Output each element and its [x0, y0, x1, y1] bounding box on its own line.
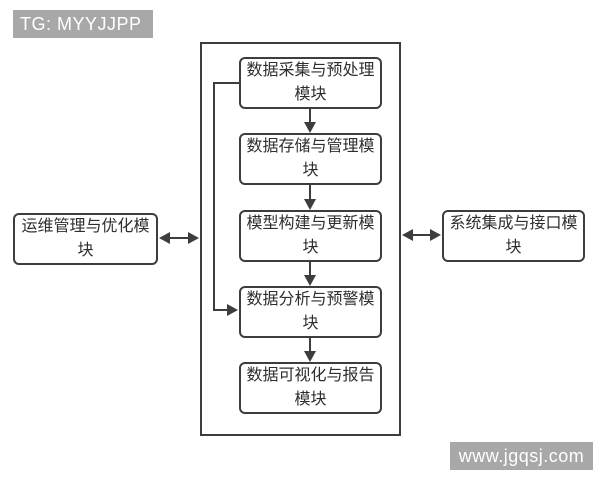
module-label-line: 块 [302, 239, 319, 256]
module-label-line: 运维管理与优化模 [21, 218, 150, 235]
module-model-building-update: 模型构建与更新模 块 [239, 210, 382, 262]
arrow-operations-bidirectional [159, 232, 199, 244]
module-label-line: 数据存储与管理模 [246, 138, 375, 155]
arrow-integration-bidirectional [402, 229, 441, 241]
watermark-telegram: TG: MYYJJPP [13, 10, 153, 38]
module-label-line: 块 [302, 315, 319, 332]
watermark-website: www.jgqsj.com [450, 442, 593, 470]
module-label-line: 数据采集与预处理 [246, 62, 375, 79]
module-label-line: 块 [302, 162, 319, 179]
module-label-line: 系统集成与接口模 [449, 215, 578, 232]
module-label-line: 数据可视化与报告 [246, 367, 375, 384]
module-data-analysis-warning: 数据分析与预警模 块 [239, 286, 382, 338]
module-data-visualization-report: 数据可视化与报告 模块 [239, 362, 382, 414]
module-label-line: 模块 [294, 86, 327, 103]
module-operations-management-optimization: 运维管理与优化模 块 [13, 213, 158, 265]
module-label-line: 模块 [294, 391, 327, 408]
modules-container-frame [200, 42, 401, 436]
module-label-line: 块 [505, 239, 522, 256]
module-label-line: 数据分析与预警模 [246, 291, 375, 308]
module-label-line: 模型构建与更新模 [246, 215, 375, 232]
module-system-integration-interface: 系统集成与接口模 块 [442, 210, 585, 262]
module-label-line: 块 [77, 242, 94, 259]
module-data-collection-preprocessing: 数据采集与预处理 模块 [239, 57, 382, 109]
module-data-storage-management: 数据存储与管理模 块 [239, 133, 382, 185]
